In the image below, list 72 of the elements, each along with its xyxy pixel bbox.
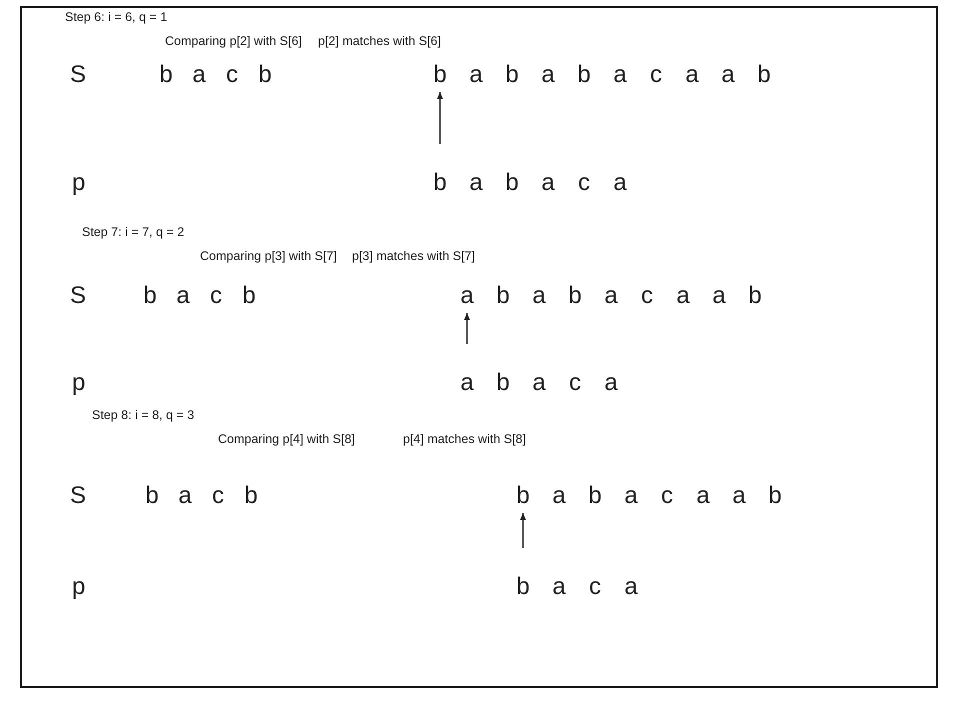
text-letter: a [685, 62, 699, 88]
match-note: p[2] matches with S[6] [318, 34, 441, 49]
text-letter: a [721, 62, 735, 88]
text-letter: a [613, 62, 627, 88]
text-letter: b [143, 283, 157, 309]
row-label: p [72, 170, 86, 196]
pattern-letter: a [624, 574, 638, 600]
text-letter: a [541, 62, 555, 88]
text-letter: b [748, 283, 762, 309]
pattern-letter: a [604, 370, 618, 396]
arrow [520, 513, 526, 548]
row-label: S [70, 283, 86, 309]
step-heading: Step 7: i = 7, q = 2 [82, 225, 184, 240]
pattern-letter: a [613, 170, 627, 196]
text-letter: b [159, 62, 173, 88]
text-letter: b [588, 483, 602, 509]
match-note: p[3] matches with S[7] [352, 249, 475, 264]
text-letter: b [496, 283, 510, 309]
text-letter: a [676, 283, 690, 309]
text-letter: b [505, 62, 519, 88]
text-letter: b [568, 283, 582, 309]
aligned-letter: a [460, 283, 474, 309]
comparison-note: Comparing p[4] with S[8] [218, 432, 355, 447]
arrow [464, 313, 470, 344]
pattern-letter: b [505, 170, 519, 196]
match-note: p[4] matches with S[8] [403, 432, 526, 447]
text-letter: c [641, 283, 653, 309]
text-letter: b [577, 62, 591, 88]
text-letter: a [624, 483, 638, 509]
text-letter: a [192, 62, 206, 88]
row-label: p [72, 574, 86, 600]
text-letter: a [604, 283, 618, 309]
text-letter: b [145, 483, 159, 509]
text-letter: a [696, 483, 710, 509]
text-letter: a [176, 283, 190, 309]
arrow [437, 92, 443, 144]
text-letter: c [210, 283, 222, 309]
row-label: S [70, 62, 86, 88]
aligned-letter: b [433, 62, 447, 88]
text-letter: b [258, 62, 272, 88]
text-letter: b [757, 62, 771, 88]
pattern-letter: b [516, 574, 530, 600]
text-letter: a [178, 483, 192, 509]
comparison-note: Comparing p[3] with S[7] [200, 249, 337, 264]
text-letter: c [226, 62, 238, 88]
pattern-letter: a [469, 170, 483, 196]
row-label: p [72, 370, 86, 396]
text-letter: b [244, 483, 258, 509]
text-letter: b [768, 483, 782, 509]
pattern-letter: b [433, 170, 447, 196]
aligned-letter: b [516, 483, 530, 509]
text-letter: a [469, 62, 483, 88]
text-letter: a [532, 283, 546, 309]
pattern-letter: a [552, 574, 566, 600]
pattern-letter: c [589, 574, 601, 600]
text-letter: c [661, 483, 673, 509]
text-letter: b [242, 283, 256, 309]
text-letter: c [212, 483, 224, 509]
row-label: S [70, 483, 86, 509]
step-heading: Step 8: i = 8, q = 3 [92, 408, 194, 423]
text-letter: a [732, 483, 746, 509]
comparison-note: Comparing p[2] with S[6] [165, 34, 302, 49]
pattern-letter: a [532, 370, 546, 396]
text-letter: a [712, 283, 726, 309]
pattern-letter: a [460, 370, 474, 396]
text-letter: c [650, 62, 662, 88]
text-letter: a [552, 483, 566, 509]
pattern-letter: c [569, 370, 581, 396]
pattern-letter: a [541, 170, 555, 196]
pattern-letter: b [496, 370, 510, 396]
pattern-letter: c [578, 170, 590, 196]
step-heading: Step 6: i = 6, q = 1 [65, 10, 168, 25]
